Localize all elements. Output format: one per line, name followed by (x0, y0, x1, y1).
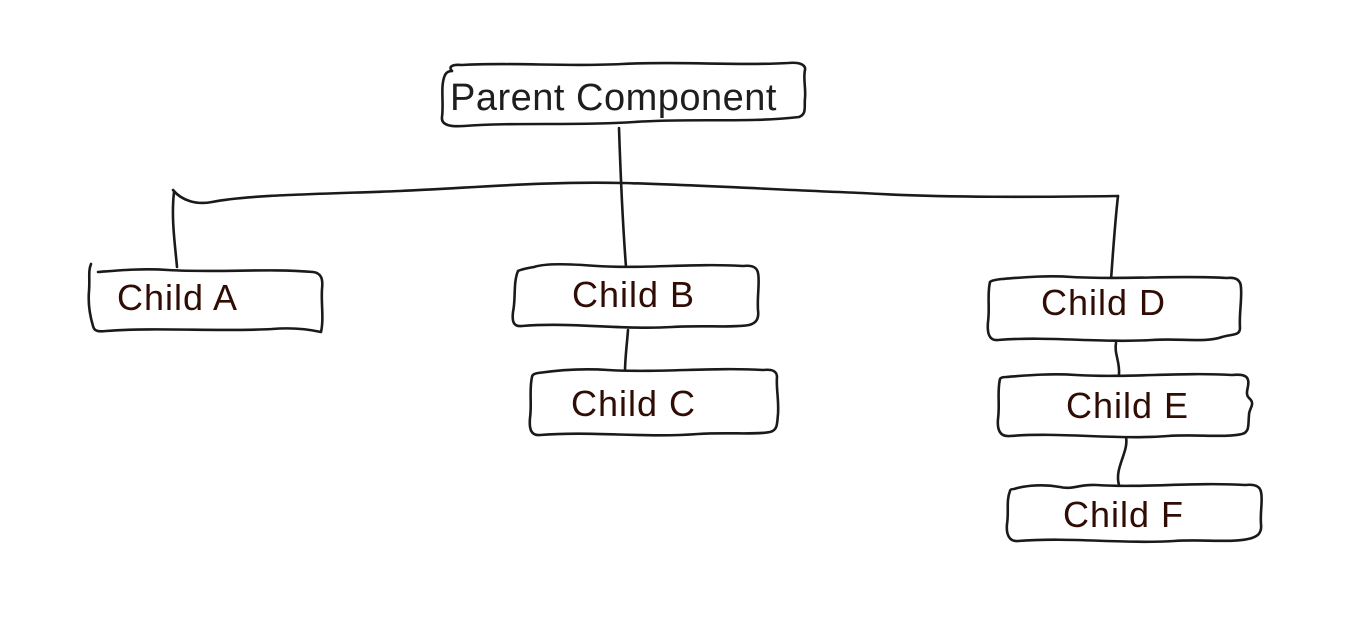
node-child-d-label: Child D (1041, 282, 1167, 323)
node-child-a-box (87, 262, 324, 334)
connector-child-d-to-e (1114, 341, 1121, 376)
node-child-c-box (528, 367, 780, 437)
node-child-e-label: Child E (1066, 385, 1190, 426)
node-parent-label: Parent Component (450, 77, 777, 119)
connector-child-b-to-c (623, 328, 630, 374)
connector-child-e-to-f (1116, 435, 1128, 487)
connector-drop-child-d (1109, 194, 1120, 282)
node-child-e-box (996, 372, 1254, 439)
connector-parent-stem (617, 126, 628, 269)
node-child-b-label: Child B (572, 274, 696, 315)
node-child-c-label: Child C (571, 383, 697, 424)
node-child-f-box (1005, 482, 1264, 544)
node-child-b-box (511, 262, 761, 329)
node-parent-box (440, 61, 807, 128)
node-child-d-box (986, 275, 1243, 343)
connector-horizontal-bar (171, 181, 1120, 205)
node-child-a-label: Child A (117, 277, 239, 318)
connector-drop-child-a (171, 190, 179, 269)
node-child-f-label: Child F (1063, 494, 1185, 535)
